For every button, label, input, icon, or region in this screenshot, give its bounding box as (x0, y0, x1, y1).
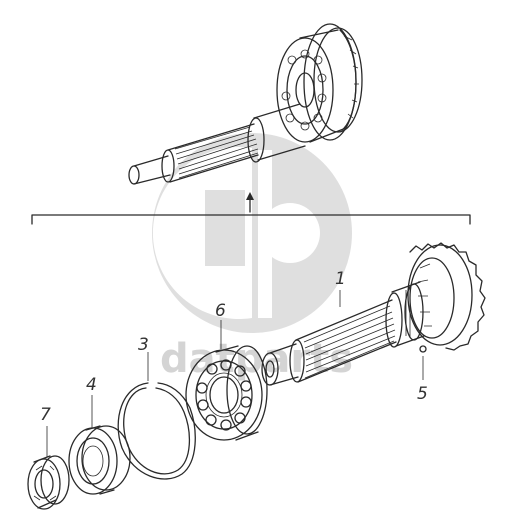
callout-3: 3 (138, 335, 149, 355)
callout-1: 1 (335, 269, 346, 289)
watermark-logo (152, 133, 352, 333)
snap-ring-part-3 (117, 382, 196, 480)
callout-7: 7 (40, 405, 51, 425)
nut-part-7 (27, 455, 70, 510)
assembled-shaft-drawing (128, 23, 363, 185)
callout-6: 6 (215, 301, 226, 321)
ball-part-5 (419, 345, 427, 353)
callout-4: 4 (86, 375, 97, 395)
seal-ring-part-4 (68, 425, 131, 495)
leader-lines (46, 290, 424, 457)
assembly-bracket (31, 214, 471, 225)
assembly-arrow (246, 192, 254, 213)
callout-5: 5 (417, 384, 428, 404)
ball-bearing-part-6 (185, 345, 268, 441)
main-shaft-part-1 (261, 242, 486, 386)
watermark-text: datparts (160, 336, 353, 382)
